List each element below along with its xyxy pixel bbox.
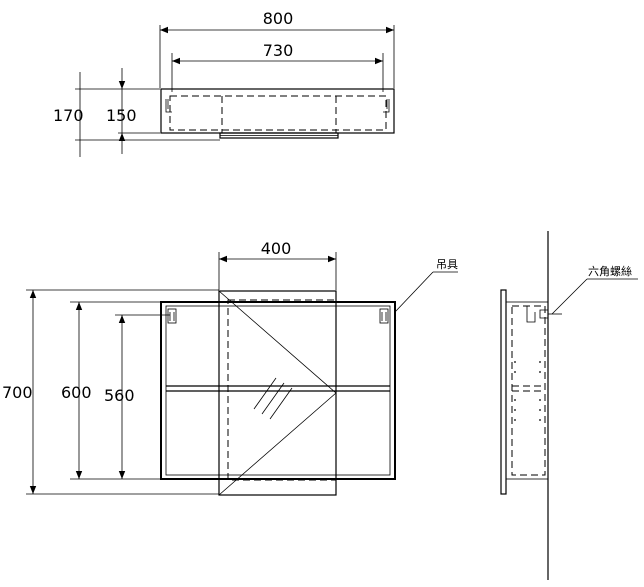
dim-overall-width: 800 — [263, 9, 294, 28]
dim-body-depth: 150 — [106, 106, 137, 125]
dim-body-height: 600 — [61, 383, 92, 402]
dim-inner-height: 560 — [104, 386, 135, 405]
side-door-panel — [500, 289, 507, 495]
label-hanger: 吊具 — [436, 258, 458, 271]
front-door-panel — [218, 290, 337, 496]
side-body-outline — [505, 301, 549, 480]
dim-inner-width: 730 — [263, 41, 294, 60]
front-view: 400 — [2, 239, 458, 496]
side-view: 六角螺絲 — [500, 231, 638, 580]
dim-overall-depth: 170 — [53, 106, 84, 125]
dim-door-width: 400 — [261, 239, 292, 258]
hex-screw — [539, 309, 549, 319]
label-hex-screw: 六角螺絲 — [588, 264, 632, 278]
dim-overall-height: 700 — [2, 383, 33, 402]
hanger-bracket-left — [167, 308, 177, 324]
glass-reflection-hatch — [253, 377, 293, 420]
front-body-outline — [160, 301, 396, 480]
top-view: 800 730 170 150 — [53, 9, 395, 157]
shelf-pin-holes — [514, 361, 541, 421]
hanger-bracket-right — [379, 308, 389, 324]
